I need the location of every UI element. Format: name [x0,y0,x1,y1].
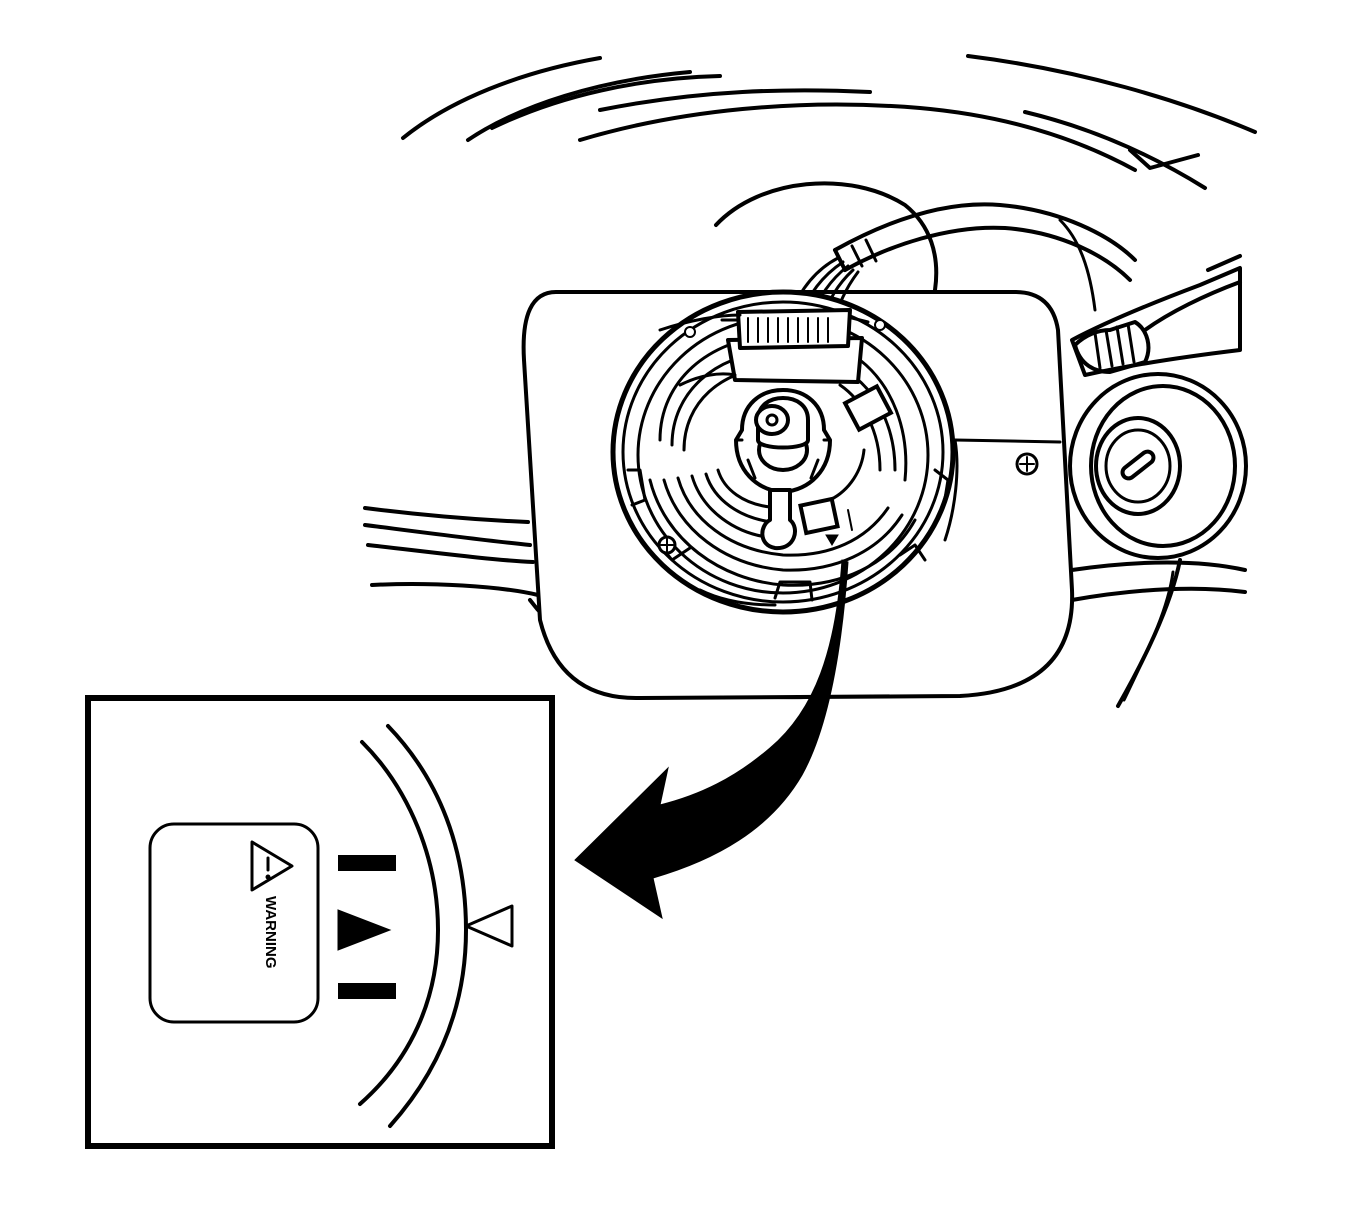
alignment-bar-top [338,855,396,871]
ignition-lock-cylinder [1068,372,1248,560]
callout-arrow-icon [574,559,849,920]
warning-label-plate [148,822,320,1024]
warning-label-text: WARNING [262,896,279,969]
detail-inset: WARNING [85,695,555,1149]
turn-signal-stalk [1070,254,1242,377]
wire-harness [788,202,1137,326]
steering-wheel-rim [401,54,1257,190]
alignment-arrow-icon [337,909,392,951]
pointer-triangle-icon [464,904,514,948]
alignment-bar-bottom [338,983,396,999]
plate-screw [1015,452,1039,476]
clock-spring-assembly [610,289,956,615]
warning-triangle-icon [250,840,294,892]
